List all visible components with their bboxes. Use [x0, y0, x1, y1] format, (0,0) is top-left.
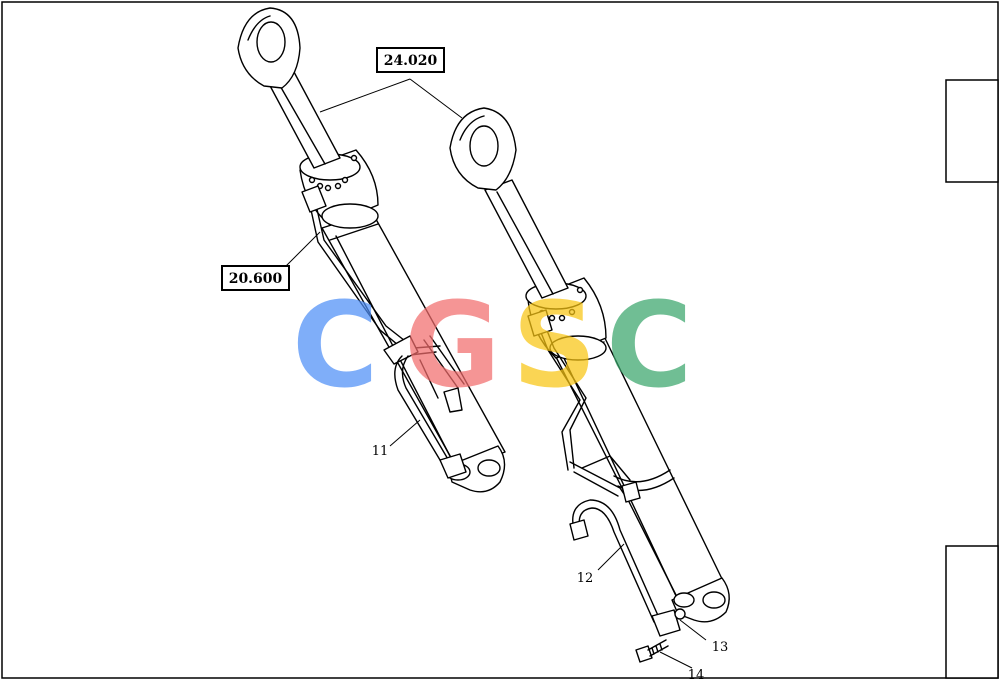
side-tab-bottom: [945, 545, 999, 679]
part-number-12: 12: [577, 571, 594, 586]
side-tab-top: [945, 79, 999, 183]
part-number-11: 11: [372, 444, 389, 459]
cylinder-right: [449, 107, 730, 663]
part-number-13: 13: [712, 640, 729, 655]
watermark-letter-s: S: [512, 276, 597, 414]
callout-24-020-label: 24.020: [384, 53, 438, 69]
cylinder-left: [237, 7, 506, 493]
watermark-letter-g: G: [404, 276, 501, 414]
watermark-letter-c1: C: [292, 276, 379, 414]
watermark-logo: C G S C: [292, 276, 693, 414]
callout-24-020: 24.020: [376, 47, 445, 73]
leader-lines: [285, 78, 707, 669]
callout-20-600-label: 20.600: [229, 271, 283, 287]
part-number-14: 14: [688, 668, 705, 683]
callout-20-600: 20.600: [221, 265, 290, 291]
watermark-letter-c2: C: [606, 276, 693, 414]
